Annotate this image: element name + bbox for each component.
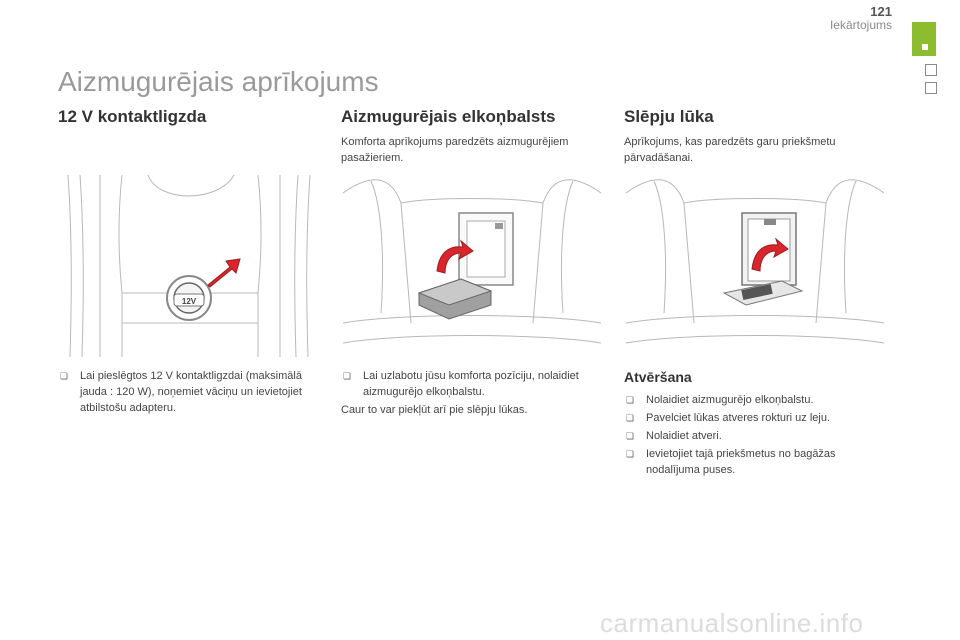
list-item: ❏ Lai uzlabotu jūsu komforta pozīciju, n… [343, 370, 579, 398]
col3-subtitle: Atvēršana [624, 369, 692, 385]
page-number: 121 [870, 4, 892, 19]
page-title: Aizmugurējais aprīkojums [58, 66, 379, 97]
col3-bullets: ❏ Nolaidiet aizmugurējo elkoņbalstu. ❏ P… [624, 392, 886, 480]
col1-title: 12 V kontaktligzda [58, 107, 207, 126]
bullet-checkbox-icon: ❏ [626, 431, 635, 441]
ski-hatch-illustration [624, 173, 886, 359]
col1-bullets: ❏ Lai pieslēgtos 12 V kontaktligzdai (ma… [58, 368, 320, 418]
bullet-checkbox-icon: ❏ [60, 371, 69, 381]
col3-intro: Aprīkojums, kas paredzēts garu priekšmet… [624, 136, 836, 164]
socket-12v-label: 12V [182, 297, 197, 306]
col2-note: Caur to var piekļūt arī pie slēpju lūkas… [341, 404, 528, 416]
chapter-tab [925, 64, 937, 76]
list-item: ❏ Lai pieslēgtos 12 V kontaktligzdai (ma… [60, 370, 302, 414]
list-item: ❏ Pavelciet lūkas atveres rokturi uz lej… [626, 412, 831, 424]
chapter-tab [925, 82, 937, 94]
list-item: ❏ Nolaidiet atveri. [626, 430, 722, 442]
bullet-checkbox-icon: ❏ [626, 413, 635, 423]
rear-armrest-illustration [341, 173, 603, 359]
section-label: Iekārtojums [829, 18, 892, 32]
watermark: carmanualsonline.info [600, 608, 864, 638]
col2-bullets: ❏ Lai uzlabotu jūsu komforta pozīciju, n… [341, 368, 603, 418]
bullet-checkbox-icon: ❏ [343, 371, 352, 381]
bullet-checkbox-icon: ❏ [626, 395, 635, 405]
chapter-tab-active [912, 22, 936, 56]
col2-intro: Komforta aprīkojums paredzēts aizmugurēj… [341, 136, 569, 164]
bullet-checkbox-icon: ❏ [626, 449, 635, 459]
list-item: ❏ Ievietojiet tajā priekšmetus no bagāža… [626, 448, 836, 476]
col2-title: Aizmugurējais elkoņbalsts [341, 107, 556, 126]
list-item: ❏ Nolaidiet aizmugurējo elkoņbalstu. [626, 394, 814, 406]
col3-title: Slēpju lūka [624, 107, 714, 126]
power-socket-illustration: 12V [58, 173, 320, 359]
